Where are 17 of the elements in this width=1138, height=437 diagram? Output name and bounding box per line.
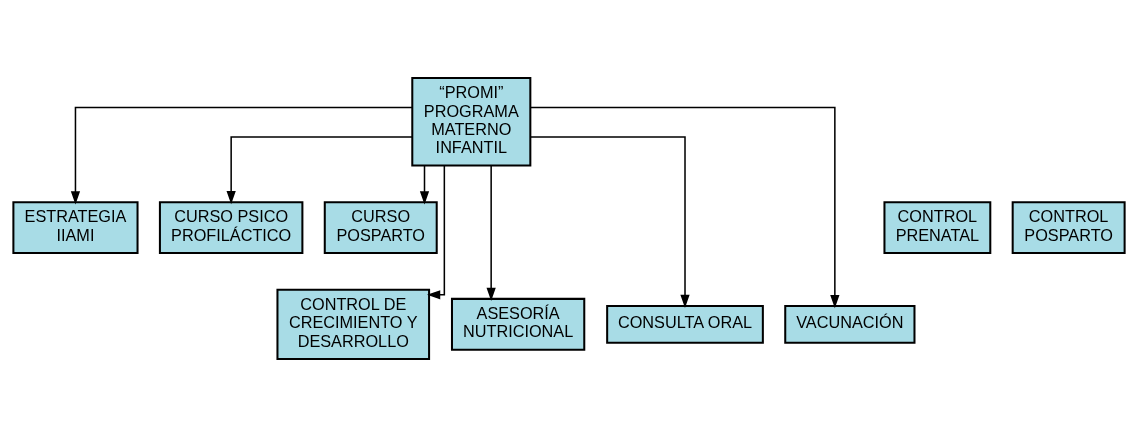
node-box: “PROMI” PROGRAMA MATERNO INFANTIL bbox=[411, 77, 532, 167]
arrow bbox=[427, 165, 446, 300]
node-box: CURSO POSPARTO bbox=[323, 201, 438, 255]
node-box: CONSULTA ORAL bbox=[606, 305, 764, 344]
node-box: ESTRATEGIA IIAMI bbox=[12, 201, 139, 255]
arrow bbox=[486, 165, 496, 301]
node-box: VACUNACIÓN bbox=[784, 305, 916, 344]
node-box: CONTROL DE CRECIMIENTO Y DESARROLLO bbox=[276, 288, 431, 360]
node-box: ASESORÍA NUTRICIONAL bbox=[450, 297, 586, 351]
node-box: CONTROL POSPARTO bbox=[1011, 201, 1126, 255]
arrow bbox=[419, 165, 430, 205]
arrow bbox=[529, 136, 690, 308]
arrow bbox=[529, 106, 840, 309]
node-box: CURSO PSICO PROFILÁCTICO bbox=[158, 201, 304, 255]
node-box: CONTROL PRENATAL bbox=[883, 201, 992, 255]
arrow bbox=[226, 136, 414, 205]
arrow bbox=[70, 106, 413, 205]
